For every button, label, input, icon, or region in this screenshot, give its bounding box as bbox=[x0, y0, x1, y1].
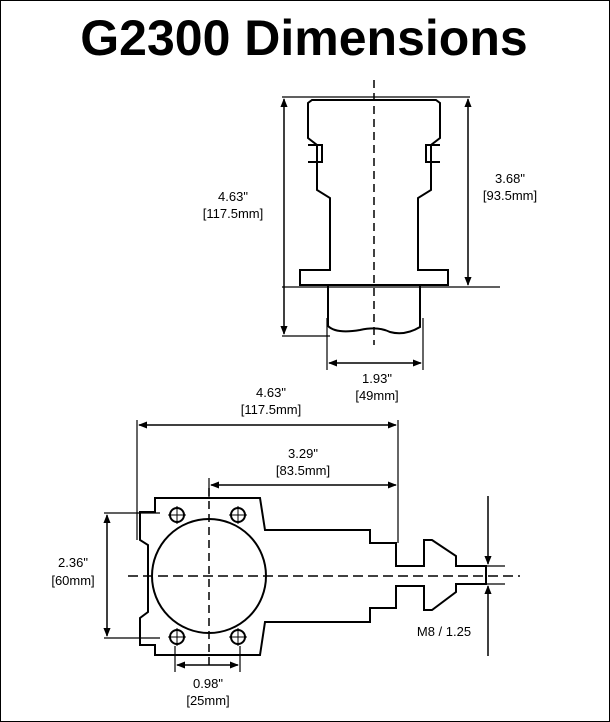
top-view bbox=[280, 80, 500, 370]
top-engine-notch-right bbox=[425, 144, 440, 163]
top-engine-notch-left bbox=[308, 144, 323, 163]
mount-hole-top-left bbox=[168, 506, 186, 524]
side-view-labels: 4.63" [117.5mm] 3.29" [83.5mm] 2.36" [60… bbox=[51, 385, 471, 708]
page-title: G2300 Dimensions bbox=[80, 10, 528, 66]
mount-hole-bottom-left bbox=[168, 628, 186, 646]
label-top-height-body-mm: [93.5mm] bbox=[483, 188, 537, 203]
label-side-length-total-in: 4.63" bbox=[256, 385, 286, 400]
top-crankcase-lobe bbox=[327, 285, 421, 335]
label-top-height-body-in: 3.68" bbox=[495, 171, 525, 186]
mount-hole-bottom-right bbox=[229, 628, 247, 646]
label-side-length-mount-in: 3.29" bbox=[288, 446, 318, 461]
side-engine-outline bbox=[139, 497, 487, 656]
label-thread: M8 / 1.25 bbox=[417, 624, 471, 639]
mount-hole-top-right bbox=[229, 506, 247, 524]
label-top-height-total-in: 4.63" bbox=[218, 189, 248, 204]
label-side-length-mount-mm: [83.5mm] bbox=[276, 463, 330, 478]
label-top-height-total-mm: [117.5mm] bbox=[203, 206, 263, 221]
label-top-width-in: 1.93" bbox=[362, 371, 392, 386]
top-engine-outline bbox=[299, 99, 449, 286]
label-top-width-mm: [49mm] bbox=[355, 388, 398, 403]
label-side-height-in: 2.36" bbox=[58, 555, 88, 570]
top-view-labels: 4.63" [117.5mm] 3.68" [93.5mm] 1.93" [49… bbox=[203, 171, 537, 403]
side-view bbox=[103, 420, 520, 672]
label-side-height-mm: [60mm] bbox=[51, 573, 94, 588]
label-side-hole-spacing-in: 0.98" bbox=[193, 676, 223, 691]
label-side-length-total-mm: [117.5mm] bbox=[241, 402, 301, 417]
label-side-hole-spacing-mm: [25mm] bbox=[186, 693, 229, 708]
